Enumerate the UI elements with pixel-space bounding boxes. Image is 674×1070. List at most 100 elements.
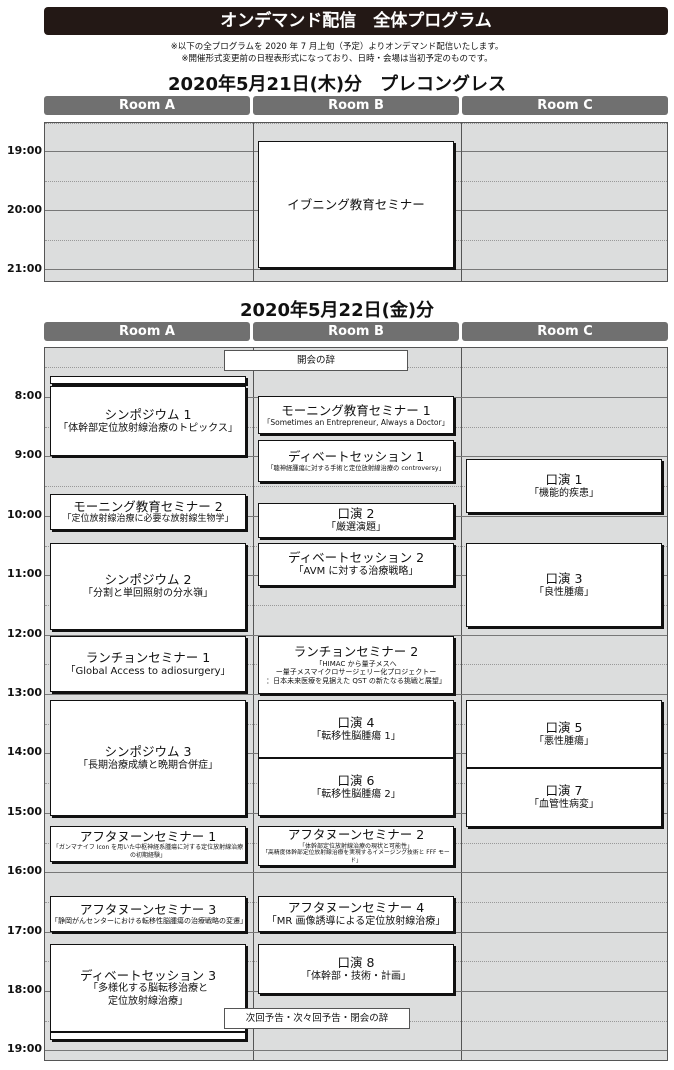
session-oral-7[interactable]: 口演 7「血管性病変」 (466, 768, 662, 827)
session-subtitle: 「厳選演題」 (326, 522, 386, 534)
day1-title: 2020年5月21日(木)分 プレコングレス (167, 74, 507, 95)
session-title: モーニング教育セミナー 2 (73, 498, 223, 514)
day1-room-c: Room C (462, 96, 668, 115)
session-title: ディベートセッション 1 (287, 449, 425, 465)
time-label: 19:00 (6, 1042, 42, 1056)
session-oral-8[interactable]: 口演 8「体幹部・技術・計画」 (258, 944, 454, 994)
session-title: アフタヌーンセミナー 3 (79, 901, 217, 917)
time-label: 13:00 (6, 686, 42, 699)
session-subtitle: 「高精度体幹部定位放射線治療を実現するイメージング技術と FFF モード」 (262, 850, 450, 864)
day1-room-a: Room A (44, 96, 250, 115)
session-title: 口演 4 (337, 714, 375, 730)
session-afternoon-4[interactable]: アフタヌーンセミナー 4「MR 画像誘導による定位放射線治療」 (258, 896, 454, 932)
session-title: アフタヌーンセミナー 1 (79, 828, 217, 844)
time-label: 12:00 (6, 626, 42, 640)
time-label: 16:00 (6, 864, 42, 878)
session-subtitle: 「悪性腫瘍」 (534, 735, 594, 747)
hour-line (45, 872, 667, 874)
session-symposium-2[interactable]: シンポジウム 2「分割と単回照射の分水嶺」 (50, 543, 246, 630)
session-debate-2[interactable]: ディベートセッション 2「AVM に対する治療戦略」 (258, 543, 454, 586)
session-subtitle: 「定位放射線治療に必要な放射線生物学」 (62, 514, 234, 525)
session-subtitle: ー量子メスマイクロサージェリー化プロジェクトー (275, 668, 437, 677)
session-subtitle: 「機能的疾患」 (529, 487, 599, 499)
session-title: 口演 2 (337, 506, 375, 522)
session-afternoon-2[interactable]: アフタヌーンセミナー 2「体幹部定位放射線治療の現状と可能性」「高精度体幹部定位… (258, 826, 454, 866)
session-subtitle: 「転移性脳腫瘍 2」 (311, 788, 401, 800)
session-title: 口演 5 (545, 719, 583, 735)
page-title: オンデマンド配信 全体プログラム (44, 7, 668, 35)
half-hour-line (45, 486, 667, 488)
session-subtitle: 定位放射線治療」 (108, 995, 188, 1007)
closing-callout: 次回予告・次々回予告・閉会の辞 (224, 1008, 410, 1029)
session-subtitle: 「静岡がんセンターにおける転移性脳腫瘍の治療戦略の変遷」 (51, 917, 247, 926)
session-title: シンポジウム 3 (104, 743, 192, 759)
session-oral-6[interactable]: 口演 6「転移性脳腫瘍 2」 (258, 758, 454, 816)
session-title: ランチョンセミナー 1 (85, 649, 211, 665)
time-label: 21:00 (6, 262, 42, 275)
session-subtitle: 「血管性病変」 (529, 799, 599, 811)
day1-room-b: Room B (253, 96, 459, 115)
session-title: 口演 7 (545, 783, 583, 799)
session-title: 口演 8 (337, 954, 375, 970)
session-title: アフタヌーンセミナー 2 (287, 827, 425, 843)
session-afternoon-3[interactable]: アフタヌーンセミナー 3「静岡がんセンターにおける転移性脳腫瘍の治療戦略の変遷」 (50, 896, 247, 932)
session-evening-seminar[interactable]: イブニング教育セミナー (258, 141, 454, 268)
session-subtitle: 「多様化する脳転移治療と (88, 983, 208, 995)
session-subtitle: ：日本未来医療を見据えた QST の新たなる挑戦と展望」 (266, 677, 446, 686)
session-subtitle: 「聴神経腫瘍に対する手術と定位放射線治療の controversy」 (267, 464, 445, 472)
hour-line (45, 694, 667, 695)
day2-room-b: Room B (253, 322, 459, 341)
time-label: 17:00 (6, 923, 42, 937)
hour-line (45, 1050, 667, 1052)
day2-room-a: Room A (44, 322, 250, 341)
session-morning-seminar-1[interactable]: モーニング教育セミナー 1「Sometimes an Entrepreneur,… (258, 396, 454, 434)
session-subtitle: 「MR 画像誘導による定位放射線治療」 (266, 915, 446, 927)
session-title: ランチョンセミナー 2 (293, 644, 419, 660)
session-title: イブニング教育セミナー (287, 196, 425, 212)
session-title: 口演 6 (337, 772, 375, 788)
session-subtitle: 「体幹部定位放射線治療の現状と可能性」 (298, 842, 413, 850)
time-label: 9:00 (14, 448, 42, 462)
opening-callout: 開会の辞 (224, 350, 408, 371)
session-symposium-3[interactable]: シンポジウム 3「長期治療成績と晩期合併症」 (50, 700, 246, 816)
session-title: 口演 1 (545, 471, 583, 487)
time-label: 19:00 (6, 144, 42, 157)
session-title: モーニング教育セミナー 1 (281, 402, 431, 418)
session-luncheon-2[interactable]: ランチョンセミナー 2「HIMAC から量子メスへー量子メスマイクロサージェリー… (258, 636, 454, 694)
session-oral-1[interactable]: 口演 1「機能的疾患」 (466, 459, 662, 513)
time-label: 10:00 (6, 507, 42, 521)
session-subtitle: 「AVM に対する治療戦略」 (293, 566, 419, 578)
session-debate-1[interactable]: ディベートセッション 1「聴神経腫瘍に対する手術と定位放射線治療の contro… (258, 440, 454, 482)
session-oral-4[interactable]: 口演 4「転移性脳腫瘍 1」 (258, 700, 454, 758)
time-label: 14:00 (6, 745, 42, 759)
session-afternoon-1[interactable]: アフタヌーンセミナー 1「ガンマナイフ Icon を用いた中枢神経系腫瘍に対する… (50, 826, 246, 862)
note-1: ※以下の全プログラムを 2020 年 7 月上旬（予定）よりオンデマンド配信いた… (170, 42, 504, 52)
note-2: ※開催形式変更前の日程表形式になっており、日時・会場は当初予定のものです。 (181, 54, 493, 64)
session-subtitle: 「HIMAC から量子メスへ (315, 659, 397, 668)
session-debate-3[interactable]: ディベートセッション 3「多様化する脳転移治療と定位放射線治療」 (50, 944, 246, 1032)
session-symposium-1[interactable]: シンポジウム 1「体幹部定位放射線治療のトピックス」 (50, 386, 246, 456)
time-label: 20:00 (6, 203, 42, 216)
session-luncheon-1[interactable]: ランチョンセミナー 1「Global Access to adiosurgery… (50, 636, 246, 692)
session-title: シンポジウム 1 (104, 406, 192, 422)
session-title: ディベートセッション 3 (79, 967, 217, 983)
session-oral-5[interactable]: 口演 5「悪性腫瘍」 (466, 700, 662, 768)
day2-title: 2020年5月22日(金)分 (239, 300, 435, 321)
session-closing[interactable] (50, 1032, 246, 1040)
day2-room-c: Room C (462, 322, 668, 341)
session-subtitle: 「体幹部定位放射線治療のトピックス」 (58, 422, 238, 434)
session-oral-3[interactable]: 口演 3「良性腫瘍」 (466, 543, 662, 627)
session-oral-2[interactable]: 口演 2「厳選演題」 (258, 503, 454, 538)
session-opening[interactable] (50, 376, 246, 384)
session-subtitle: 「分割と単回照射の分水嶺」 (83, 588, 213, 600)
session-subtitle: 「長期治療成績と晩期合併症」 (78, 759, 218, 771)
session-title: ディベートセッション 2 (287, 550, 425, 566)
session-title: アフタヌーンセミナー 4 (287, 899, 425, 915)
hour-line (45, 634, 667, 636)
session-morning-seminar-2[interactable]: モーニング教育セミナー 2「定位放射線治療に必要な放射線生物学」 (50, 494, 246, 530)
time-label: 15:00 (6, 804, 42, 818)
session-title: 口演 3 (545, 570, 583, 586)
session-subtitle: 「良性腫瘍」 (534, 586, 594, 598)
session-title: シンポジウム 2 (104, 572, 192, 588)
hour-line (45, 931, 667, 933)
